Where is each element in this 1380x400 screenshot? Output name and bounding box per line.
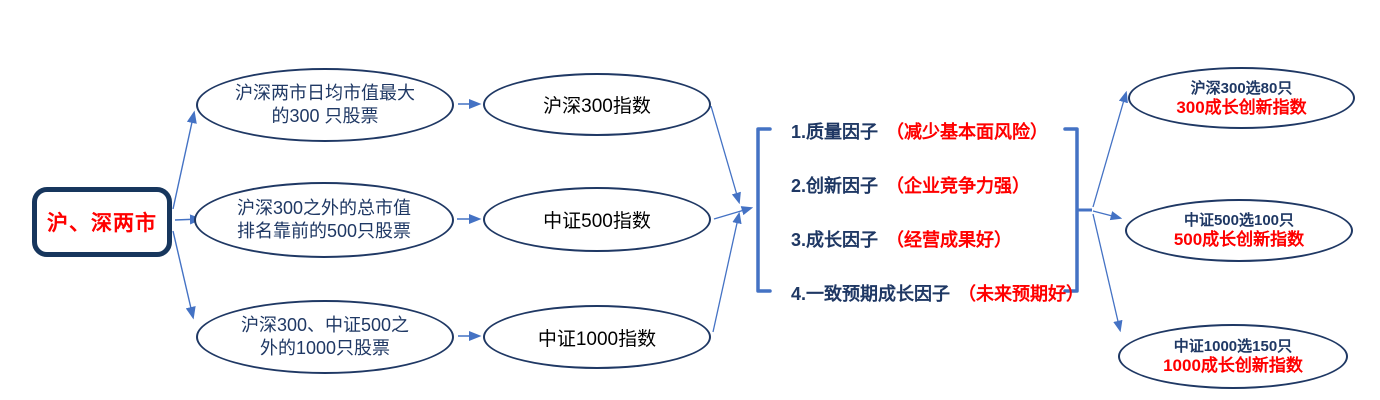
index-node-csi300: 沪深300指数 xyxy=(483,73,711,136)
selection-node-csi500: 沪深300之外的总市值 排名靠前的500只股票 xyxy=(194,182,454,258)
factor-note: （经营成果好） xyxy=(886,230,1013,250)
factor-note: （减少基本面风险） xyxy=(886,122,1049,142)
left-bracket xyxy=(756,127,772,293)
index-node-csi500: 中证500指数 xyxy=(483,187,711,252)
converge-arrows xyxy=(710,105,754,333)
selection-node-csi300: 沪深两市日均市值最大 的300 只股票 xyxy=(196,68,454,142)
factor-item-innovation: 2.创新因子 （企业竞争力强） xyxy=(791,172,1030,198)
selection-node-line: 沪深300、中证500之 xyxy=(240,314,410,335)
root-node-label: 沪、深两市 xyxy=(47,212,157,235)
factor-note: （未来预期好） xyxy=(958,284,1085,304)
factor-name: 4.一致预期成长因子 xyxy=(791,284,951,304)
result-node-line2: 1000成长创新指数 xyxy=(1163,356,1303,375)
result-node-300-growth-innovation: 沪深300选80只 300成长创新指数 xyxy=(1128,67,1355,129)
diverge-arrows xyxy=(1092,90,1128,333)
result-node-1000-growth-innovation: 中证1000选150只 1000成长创新指数 xyxy=(1118,324,1348,389)
selection-node-csi1000: 沪深300、中证500之 外的1000只股票 xyxy=(196,300,454,374)
result-node-line1: 沪深300选80只 xyxy=(1190,79,1293,97)
selection-node-line: 排名靠前的500只股票 xyxy=(236,221,412,241)
row-arrows xyxy=(457,98,482,342)
factor-name: 1.质量因子 xyxy=(791,122,879,142)
result-node-line2: 500成长创新指数 xyxy=(1173,230,1305,249)
factor-item-consensus-growth: 4.一致预期成长因子 （未来预期好） xyxy=(791,280,1084,306)
index-node-label: 中证500指数 xyxy=(543,211,651,232)
root-node-markets: 沪、深两市 xyxy=(32,187,172,257)
factor-note: （企业竞争力强） xyxy=(886,176,1031,196)
factor-name: 3.成长因子 xyxy=(791,230,879,250)
factor-name: 2.创新因子 xyxy=(791,176,879,196)
result-node-500-growth-innovation: 中证500选100只 500成长创新指数 xyxy=(1125,199,1353,262)
result-node-line2: 300成长创新指数 xyxy=(1176,97,1307,117)
index-node-label: 中证1000指数 xyxy=(537,328,657,350)
right-bracket xyxy=(1063,127,1079,293)
index-node-label: 沪深300指数 xyxy=(543,96,651,117)
index-node-csi1000: 中证1000指数 xyxy=(483,305,711,369)
result-node-line1: 中证500选100只 xyxy=(1183,212,1295,229)
result-node-line1: 中证1000选150只 xyxy=(1173,338,1293,355)
selection-node-line: 的300 只股票 xyxy=(271,106,379,126)
selection-node-line: 沪深300之外的总市值 xyxy=(236,197,412,218)
factor-item-growth: 3.成长因子 （经营成果好） xyxy=(791,226,1012,252)
selection-node-line: 外的1000只股票 xyxy=(259,338,391,358)
selection-node-line: 沪深两市日均市值最大 xyxy=(235,82,415,103)
factor-item-quality: 1.质量因子 （减少基本面风险） xyxy=(791,118,1048,144)
